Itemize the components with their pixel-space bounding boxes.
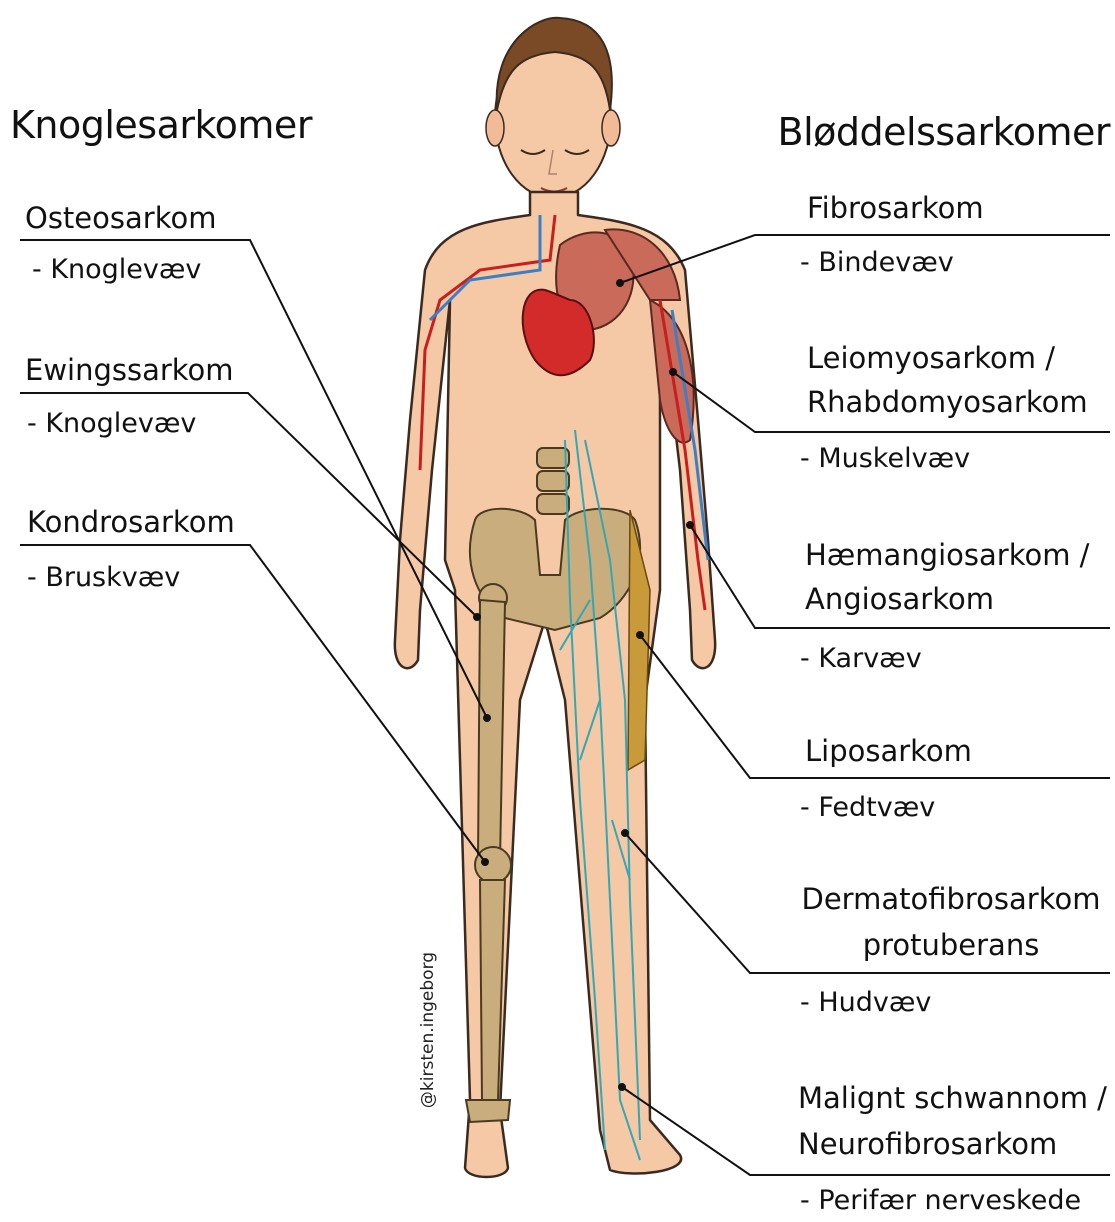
femur [478, 600, 505, 860]
tissue-malignt-schwannom: - Perifær nerveskede [800, 1185, 1081, 1216]
label-rhabdomyosarkom: Rhabdomyosarkom [807, 380, 1088, 424]
tissue-leiomyosarkom: - Muskelvæv [800, 443, 970, 474]
label-osteosarkom: Osteosarkom [25, 196, 216, 240]
tissue-dermatofibrosarkom: - Hudvæv [800, 987, 931, 1018]
label-fibrosarkom: Fibrosarkom [807, 186, 984, 230]
label-neurofibrosarkom: Neurofibrosarkom [798, 1122, 1057, 1166]
tissue-osteosarkom: - Knoglevæv [32, 254, 201, 285]
tissue-fibrosarkom: - Bindevæv [800, 247, 954, 278]
label-kondrosarkom: Kondrosarkom [27, 500, 235, 544]
label-leiomyosarkom: Leiomyosarkom / [807, 336, 1055, 380]
tissue-haemangiosarkom: - Karvæv [800, 643, 922, 674]
label-haemangiosarkom: Hæmangiosarkom / [805, 533, 1089, 577]
label-liposarkom: Liposarkom [805, 729, 972, 773]
label-ewingssarkom: Ewingssarkom [25, 348, 234, 392]
artist-credit: @kirsten.ingeborg [418, 952, 438, 1108]
tissue-kondrosarkom: - Bruskvæv [27, 562, 180, 593]
header-bone-sarcomas: Knoglesarkomer [10, 103, 312, 147]
tissue-liposarkom: - Fedtvæv [800, 792, 935, 823]
label-dermatofibrosarkom: Dermatofibrosarkom [795, 877, 1107, 921]
label-malignt-schwannom: Malignt schwannom / [798, 1076, 1107, 1120]
label-protuberans: protuberans [795, 923, 1107, 967]
label-angiosarkom: Angiosarkom [805, 577, 994, 621]
header-soft-tissue-sarcomas: Bløddelssarkomer [778, 110, 1110, 154]
tissue-ewingssarkom: - Knoglevæv [27, 408, 196, 439]
